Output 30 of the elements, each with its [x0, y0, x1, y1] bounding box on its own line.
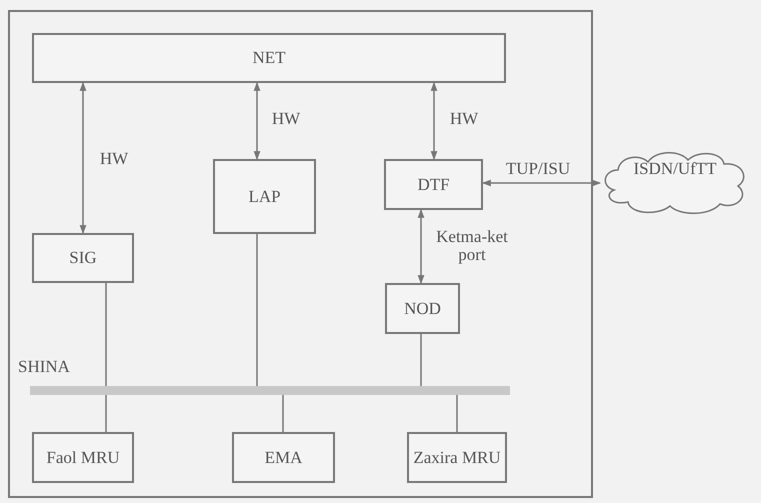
node-label: NOD [404, 300, 441, 318]
node-label: Zaxira MRU [413, 448, 501, 466]
node-label: SIG [69, 249, 97, 267]
node-label: EMA [264, 448, 302, 466]
connector-line [254, 82, 260, 160]
process-box [32, 33, 506, 83]
node-label: NET [252, 49, 286, 67]
node-label: ISDN/UfTT [633, 160, 717, 178]
process-box [407, 432, 507, 483]
process-box [385, 283, 460, 334]
process-box [32, 233, 134, 283]
node-label: DTF [417, 176, 450, 194]
connector-line [105, 283, 107, 386]
process-box [232, 432, 335, 483]
connector-line [282, 395, 284, 432]
process-box [213, 159, 316, 234]
connector-line [430, 82, 438, 160]
connector-line [80, 82, 86, 234]
process-box [32, 432, 134, 483]
process-box [384, 159, 483, 210]
connector-line [256, 234, 258, 386]
connector-line [482, 180, 602, 186]
node-label: LAP [248, 188, 281, 206]
connector-line [105, 395, 107, 432]
bus-bar [30, 386, 510, 395]
connector-line [418, 208, 424, 284]
connector-line [420, 334, 422, 386]
connector-line [456, 395, 458, 432]
node-label: Faol MRU [46, 448, 120, 466]
bus-label: SHINA [18, 358, 70, 376]
